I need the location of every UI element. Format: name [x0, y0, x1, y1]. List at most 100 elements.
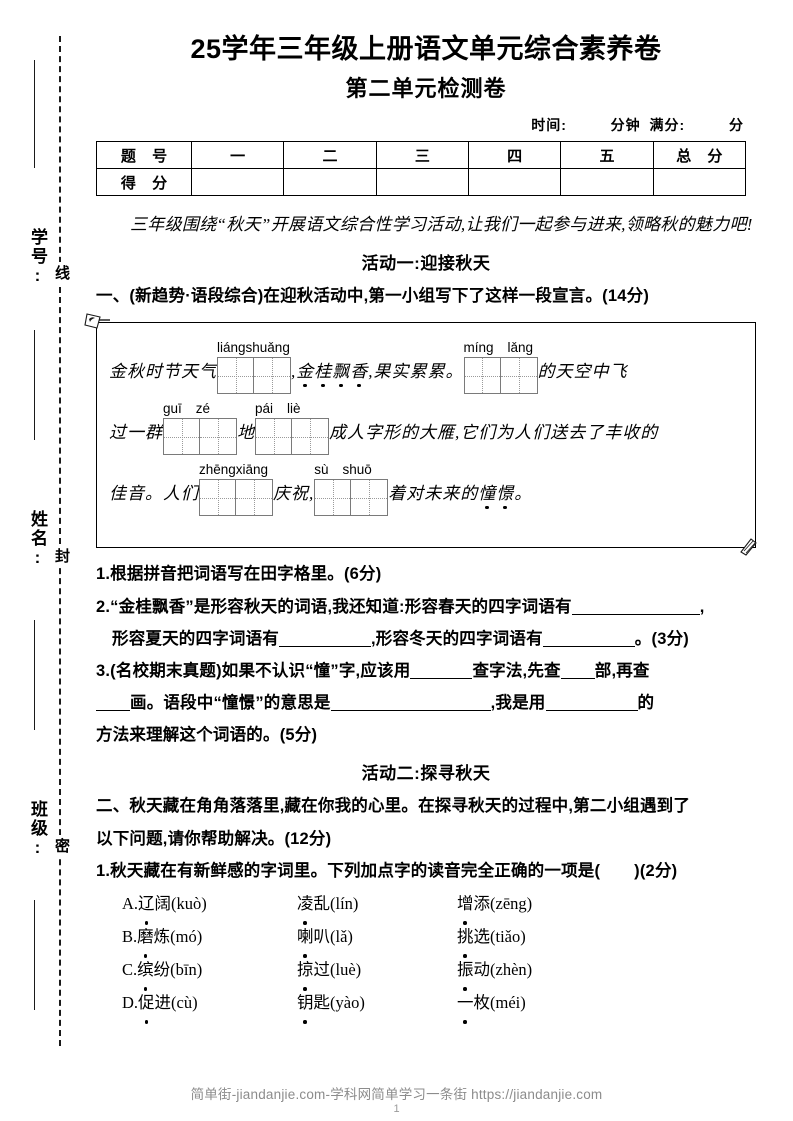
question-1-3-line3: 方法来理解这个词语的。(5分): [96, 726, 318, 745]
tianzige-cell[interactable]: [217, 357, 254, 395]
tianzige-cell[interactable]: [255, 418, 292, 456]
score-cell-total[interactable]: [652, 168, 747, 197]
question-1-3: 3.(名校期末真题)如果不认识“憧”字,应该用 查字法,先查 部,再查: [96, 655, 756, 687]
seal-rule-2: [34, 330, 35, 440]
question-1-3-line1a: (名校期末真题)如果不认识“憧”字,应该用: [110, 661, 411, 680]
choice-c-item-1: C.缤纷(bīn): [122, 953, 297, 991]
seal-word-mi: 密: [48, 835, 72, 856]
choice-option-d[interactable]: D.促进(cù) 钥匙(yào) 一枚(méi): [96, 986, 756, 1024]
question-1-1-text: 根据拼音把词语写在田字格里。(6分): [110, 565, 382, 584]
answer-blank[interactable]: [571, 613, 700, 615]
pencil-icon-bottomright: [737, 534, 763, 557]
passage-l1-lead: 金秋时节天气: [109, 362, 217, 382]
time-label: 时间:: [531, 117, 567, 134]
choice-b-item-1: B.磨炼(mó): [122, 920, 297, 958]
activity-2-q1-num: 1.: [96, 861, 111, 880]
score-cell-1[interactable]: [190, 168, 285, 197]
score-table: 题 号 一 二 三 四 五 总 分 得 分: [96, 141, 747, 197]
activity-2-stem-line2: 以下问题,请你帮助解决。(12分): [96, 829, 332, 848]
tianzige-liangshuang[interactable]: liángshuǎng: [217, 337, 291, 395]
choice-b-item-2: 喇叭(lǎ): [297, 920, 457, 958]
activity-2-question-1: 1.秋天藏在有新鲜感的字词里。下列加点字的读音完全正确的一项是()(2分): [96, 855, 756, 887]
score-cell-3[interactable]: [375, 168, 469, 197]
question-1-2-line1b: ,: [699, 597, 705, 616]
seal-rule-1: [34, 60, 35, 168]
tianzige-cell[interactable]: [163, 418, 200, 456]
score-col-4: 四: [467, 141, 562, 170]
tianzige-cell[interactable]: [200, 418, 237, 456]
score-col-total: 总 分: [652, 141, 747, 170]
question-1-3-line1c: 部,再查: [594, 661, 650, 680]
choice-d-item-3: 一枚(méi): [457, 986, 617, 1024]
tianzige-cell[interactable]: [314, 479, 352, 517]
choice-option-a[interactable]: A.辽阔(kuò) 凌乱(lín) 增添(zēng): [96, 887, 756, 925]
tianzige-cell[interactable]: [254, 357, 291, 395]
answer-blank[interactable]: [330, 710, 491, 712]
choice-a-item-3: 增添(zēng): [457, 887, 617, 925]
choice-option-c[interactable]: C.缤纷(bīn) 掠过(luè) 振动(zhèn): [96, 953, 756, 991]
answer-blank[interactable]: [410, 677, 473, 679]
passage-l3-lead: 佳音。人们: [109, 484, 199, 504]
fullmark-unit: 分: [729, 117, 744, 134]
answer-blank[interactable]: [542, 645, 635, 647]
score-cell-2[interactable]: [283, 168, 377, 197]
seal-field-student-id: 学号:: [28, 228, 47, 287]
pinyin-zhengxiang: zhēngxiāng: [199, 462, 269, 478]
score-table-value-row: 得 分: [96, 168, 747, 197]
answer-blank[interactable]: [560, 677, 595, 679]
intro-paragraph: 三年级围绕“秋天”开展语文综合性学习活动,让我们一起参与进来,领略秋的魅力吧!: [130, 215, 753, 235]
pinyin-liangshuang: liángshuǎng: [217, 340, 290, 356]
score-row-label-points: 得 分: [96, 168, 192, 197]
passage-l2-lead: 过一群: [109, 423, 163, 443]
activity-1-heading: 活动一:迎接秋天: [361, 254, 491, 274]
seal-word-feng: 封: [48, 545, 72, 566]
score-col-1: 一: [190, 141, 285, 170]
answer-blank[interactable]: [279, 645, 371, 647]
exam-meta: 时间: 分钟 满分: 分: [96, 115, 744, 135]
score-cell-5[interactable]: [560, 168, 654, 197]
score-table-header-row: 题 号 一 二 三 四 五 总 分: [96, 141, 747, 170]
score-col-3: 三: [375, 141, 469, 170]
activity-2-heading: 活动二:探寻秋天: [361, 764, 491, 784]
tianzige-cell[interactable]: [236, 479, 273, 517]
score-row-label-number: 题 号: [96, 141, 192, 170]
question-1-3-line1b: 查字法,先查: [472, 661, 561, 680]
tianzige-cell[interactable]: [463, 357, 501, 395]
seal-word-xian: 线: [48, 262, 72, 283]
activity-2-q1-text-b: )(2分): [634, 861, 678, 880]
question-1-2-cont: 形容夏天的四字词语有,形容冬天的四字词语有。(3分): [96, 623, 756, 655]
page-title: 25学年三年级上册语文单元综合素养卷: [190, 34, 662, 64]
question-1-2-line1a: “金桂飘香”是形容秋天的词语,我还知道:形容春天的四字词语有: [110, 597, 572, 616]
question-1-3-cont1: 画。语段中“憧憬”的意思是,我是用的: [96, 687, 756, 719]
score-cell-4[interactable]: [467, 168, 562, 197]
tianzige-cell[interactable]: [199, 479, 236, 517]
tianzige-zhengxiang[interactable]: zhēngxiāng: [199, 459, 273, 517]
tianzige-cell[interactable]: [292, 418, 329, 456]
question-1-3-line2b: ,我是用: [490, 694, 546, 713]
passage-l2-mid: 地: [237, 423, 255, 443]
paper-content: 25学年三年级上册语文单元综合素养卷 第二单元检测卷 时间: 分钟 满分: 分 …: [84, 0, 757, 1024]
question-1-3-num: 3.: [96, 661, 111, 680]
seal-field-class: 班级:: [28, 800, 47, 859]
answer-blank[interactable]: [545, 710, 638, 712]
answer-blank[interactable]: [96, 710, 130, 712]
choice-option-b[interactable]: B.磨炼(mó) 喇叭(lǎ) 挑选(tiǎo): [96, 920, 756, 958]
time-unit: 分钟: [610, 117, 641, 134]
choice-d-item-2: 钥匙(yào): [297, 986, 457, 1024]
page-number: 1: [393, 1103, 400, 1115]
tianzige-cell[interactable]: [351, 479, 389, 517]
question-1-2-line2b: ,形容冬天的四字词语有: [371, 629, 543, 648]
tianzige-cell[interactable]: [500, 357, 538, 395]
question-1-3-cont2: 方法来理解这个词语的。(5分): [96, 719, 756, 751]
question-1-1-num: 1.: [96, 565, 111, 584]
question-1-3-line2a: 画。语段中“憧憬”的意思是: [130, 694, 331, 713]
